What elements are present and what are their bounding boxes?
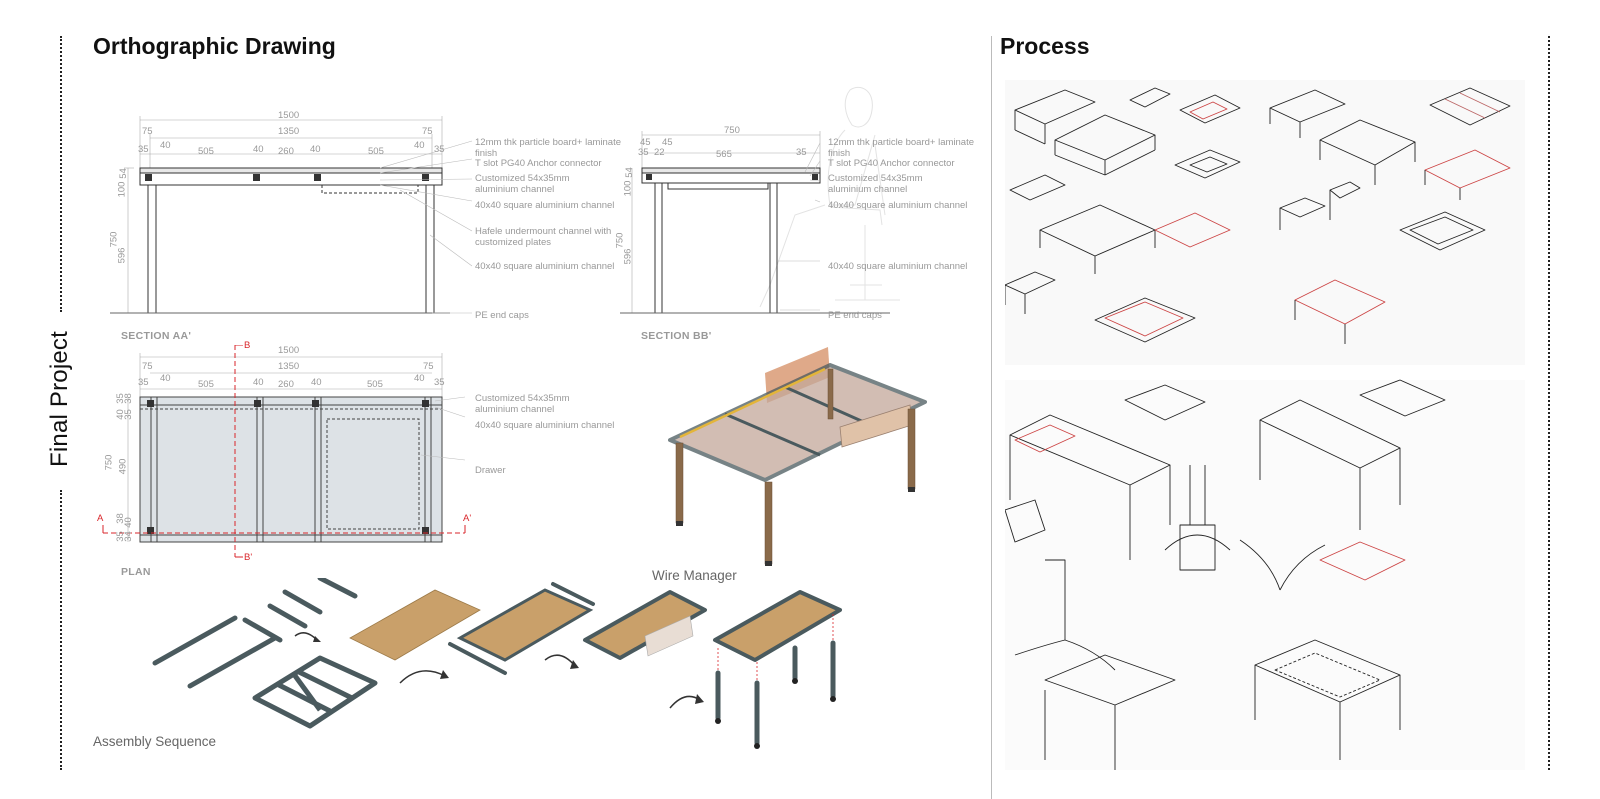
plan-marker-b: B	[244, 340, 251, 351]
dim-plan-35-a: 35	[138, 377, 149, 388]
dim-aa-40-a: 40	[160, 140, 171, 151]
wire-manager-render	[668, 347, 927, 566]
dim-bb-565: 565	[716, 149, 732, 160]
aa-note-tslot: T slot PG40 Anchor connector	[475, 158, 602, 169]
section-bb-drawing	[620, 86, 900, 314]
aa-note-square-1: 40x40 square aluminium channel	[475, 200, 615, 211]
dim-aa-54: 54	[117, 168, 129, 179]
section-bb-dims: 750 45 45 35 22 565 35 100 54 750 596	[614, 85, 920, 325]
dim-aa-1350: 1350	[278, 126, 300, 137]
dim-aa-40-c: 40	[310, 144, 321, 155]
dim-aa-505-a: 505	[198, 146, 214, 157]
dim-plan-75-right: 75	[423, 361, 434, 372]
dim-plan-1350: 1350	[278, 361, 300, 372]
plan-label: PLAN	[121, 566, 151, 578]
process-sketches	[1005, 80, 1525, 770]
aa-note-laminate: 12mm thk particle board+ laminate finish	[475, 137, 622, 159]
dim-plan-40-a: 40	[160, 373, 171, 384]
wire-manager-label: Wire Manager	[652, 568, 737, 583]
dim-plan-35-top2: 35	[122, 409, 134, 420]
left-dotted-line-top	[60, 36, 62, 312]
dim-bb-45-b: 45	[662, 137, 673, 148]
dim-aa-40-b: 40	[253, 144, 264, 155]
dim-plan-75-left: 75	[142, 361, 153, 372]
dim-plan-1500: 1500	[278, 345, 300, 356]
process-title: Process	[1000, 33, 1090, 59]
dim-plan-40-c: 40	[311, 377, 322, 388]
plan-note-drawer: Drawer	[475, 465, 506, 476]
dim-bb-750: 750	[724, 125, 740, 136]
bb-note-square-2: 40x40 square aluminium channel	[828, 261, 968, 272]
dim-plan-40-d: 40	[414, 373, 425, 384]
dim-aa-35-a: 35	[138, 144, 149, 155]
dim-plan-490: 490	[117, 458, 129, 475]
dim-plan-34-bot: 34	[122, 531, 134, 542]
aa-note-channel: Customized 54x35mm aluminium channel	[475, 173, 570, 195]
plan-dims: 1500 1350 75 75 40 35 505 40 260 40 505 …	[95, 340, 485, 570]
dim-plan-38-top: 38	[122, 393, 134, 404]
dim-plan-505-b: 505	[367, 379, 383, 390]
section-aa-drawing	[110, 116, 450, 314]
dim-plan-750: 750	[103, 454, 115, 471]
dim-bb-22: 22	[654, 147, 665, 158]
dim-aa-750: 750	[108, 231, 120, 248]
plan-drawing	[102, 345, 466, 558]
dim-aa-35-b: 35	[434, 144, 445, 155]
side-title: Final Project	[46, 331, 73, 467]
dim-plan-40-b: 40	[253, 377, 264, 388]
dim-bb-54: 54	[623, 167, 635, 178]
assembly-sequence-label: Assembly Sequence	[93, 734, 217, 749]
dim-aa-1500: 1500	[278, 110, 300, 121]
plan-marker-a-prime: A'	[463, 513, 472, 524]
plan-marker-a: A	[97, 513, 104, 524]
dim-bb-35-b: 35	[796, 147, 807, 158]
bb-note-square-1: 40x40 square aluminium channel	[828, 200, 968, 211]
dim-bb-100: 100	[622, 180, 634, 197]
dim-aa-260: 260	[278, 146, 294, 157]
plan-note-channel: Customized 54x35mm aluminium channel	[475, 393, 570, 415]
dim-bb-596: 596	[622, 248, 634, 265]
dim-aa-75-right: 75	[422, 126, 433, 137]
aa-note-endcaps: PE end caps	[475, 310, 529, 321]
section-aa-dims: 1500 1350 75 75 40 35 505 40 260 40 505 …	[100, 108, 460, 323]
plan-marker-b-prime: B'	[244, 552, 253, 563]
bb-note-endcaps: PE end caps	[828, 310, 882, 321]
dim-aa-100: 100	[116, 181, 128, 198]
section-aa-label: SECTION AA'	[121, 330, 192, 342]
dim-bb-750-v: 750	[614, 232, 626, 249]
assembly-sequence-drawing	[152, 578, 842, 749]
orthographic-title: Orthographic Drawing	[93, 33, 336, 59]
left-dotted-line-bottom	[60, 490, 62, 770]
panel-divider	[991, 36, 992, 799]
dim-plan-260: 260	[278, 379, 294, 390]
aa-note-square-2: 40x40 square aluminium channel	[475, 261, 615, 272]
dim-bb-35-a: 35	[638, 147, 649, 158]
plan-note-square: 40x40 square aluminium channel	[475, 420, 615, 431]
dim-aa-40-d: 40	[414, 140, 425, 151]
dim-plan-505-a: 505	[198, 379, 214, 390]
section-bb-label: SECTION BB'	[641, 330, 712, 342]
section-aa-leaders	[380, 140, 473, 314]
bb-note-laminate: 12mm thk particle board+ laminate finish	[828, 137, 975, 159]
aa-note-hafele: Hafele undermount channel with customize…	[475, 226, 612, 248]
dim-aa-505-b: 505	[368, 146, 384, 157]
dim-plan-40-bot: 40	[122, 517, 134, 528]
bb-note-channel: Customized 54x35mm aluminium channel	[828, 173, 923, 195]
bb-note-tslot: T slot PG40 Anchor connector	[828, 158, 955, 169]
dim-plan-35-b: 35	[434, 377, 445, 388]
right-dotted-line	[1548, 36, 1550, 770]
dim-bb-45-a: 45	[640, 137, 651, 148]
dim-aa-75-left: 75	[142, 126, 153, 137]
dim-aa-596: 596	[116, 247, 128, 264]
